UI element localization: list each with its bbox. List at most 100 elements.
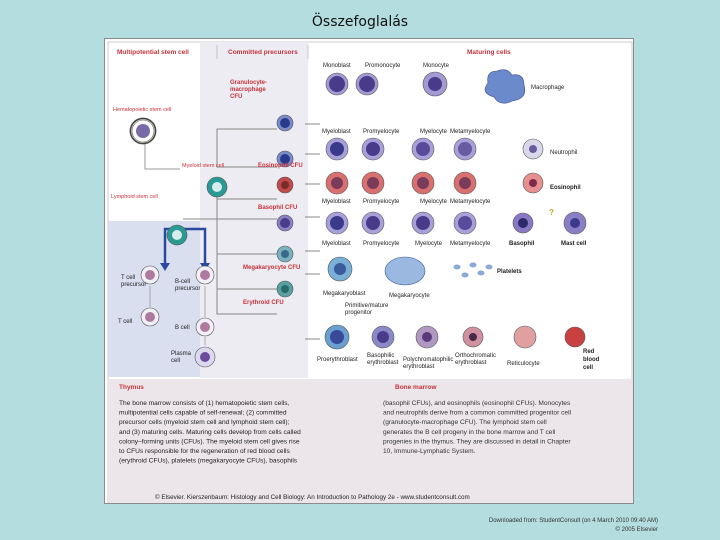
label-baso-under: Promyelocyte — [363, 241, 400, 247]
label-neutro-row: Promyelocyte — [363, 129, 400, 135]
neutrophil — [522, 138, 544, 160]
summary-left-line: (erythroid CFUs), platelets (megakaryocy… — [119, 458, 298, 465]
neutrophil-lineage-cell — [325, 137, 349, 161]
label-baso-under: Basophil — [509, 241, 535, 247]
monoblast — [325, 72, 349, 96]
basophil — [512, 212, 534, 234]
label-megakaryoblast: Megakaryoblast — [323, 291, 366, 297]
lineage-lines — [144, 123, 320, 340]
t-cell — [140, 307, 160, 327]
label-erythroid-cfu: Erythroid CFU — [243, 300, 284, 306]
label-neutrophil: Neutrophil — [550, 150, 577, 156]
neutrophil-lineage-cell — [361, 137, 385, 161]
label-mono-row: Promonocyte — [365, 63, 401, 69]
eosinophil-lineage-cell — [453, 171, 477, 195]
label-plasma-cell: Plasma — [171, 351, 192, 357]
erythroid-cfu-cell — [276, 280, 294, 298]
megakaryoblast — [327, 256, 353, 282]
label-eosinophil-cfu: Eosinophil CFU — [258, 163, 303, 169]
neutrophil-lineage-cell — [453, 137, 477, 161]
b-cell — [195, 317, 215, 337]
label-basophilic-erythroblast: erythroblast — [367, 360, 399, 366]
label-megakaryocyte: Megakaryocyte — [389, 293, 430, 299]
label-mono-row: Monoblast — [323, 63, 351, 69]
label-rbc: Red — [583, 349, 595, 355]
summary-left-line: colony–forming units (CFUs). The myeloid… — [119, 438, 300, 445]
label-plasma-cell: cell — [171, 358, 180, 364]
label-macrophage: Macrophage — [531, 85, 565, 91]
proerythroblast — [324, 324, 350, 350]
label-eosin-under: Myelocyte — [420, 199, 448, 205]
label-neutro-row: Myelocyte — [420, 129, 448, 135]
lymphoid-stem-cell — [166, 224, 188, 246]
megakaryocyte-cfu-cell — [276, 245, 294, 263]
arrow-tcell — [160, 263, 170, 271]
basophil-lineage-cell — [361, 211, 385, 235]
header-committed: Committed precursors — [228, 49, 298, 56]
footer-line-1: Downloaded from: StudentConsult (on 4 Ma… — [488, 518, 658, 524]
platelet — [469, 262, 477, 268]
label-baso-under: Mast cell — [561, 241, 587, 247]
label-basophil-cfu: Basophil CFU — [258, 205, 297, 211]
label-neutro-row: Metamyelocyte — [450, 129, 491, 135]
label-platelets: Platelets — [497, 269, 522, 275]
summary-left-line: and (3) maturing cells. Maturing cells d… — [119, 429, 301, 436]
label-b-precursor: precursor — [175, 286, 200, 292]
platelet — [477, 270, 485, 276]
label-basophilic-erythroblast: Basophilic — [367, 353, 394, 359]
label-orthochromatic: erythroblast — [455, 360, 487, 366]
footer-line-2: © 2005 Elsevier — [615, 527, 658, 533]
red-blood-cell — [564, 326, 586, 348]
label-b-precursor: B-cell — [175, 279, 190, 285]
label-baso-under: Myeloblast — [322, 241, 351, 247]
monocyte — [422, 71, 448, 97]
myeloid-stem-cell — [206, 176, 228, 198]
basophilic-erythroblast — [371, 325, 395, 349]
summary-left-line: to CFUs responsible for the regeneration… — [119, 448, 290, 455]
polychromatophilic-erythroblast — [415, 325, 439, 349]
basophil-cfu-cell — [276, 214, 294, 232]
header-bone-marrow: Bone marrow — [395, 384, 437, 391]
label-gm-cfu: CFU — [230, 94, 242, 100]
label-baso-under: Myelocyte — [415, 241, 443, 247]
download-footer: Downloaded from: StudentConsult (on 4 Ma… — [489, 517, 658, 535]
label-rbc: blood — [583, 357, 600, 363]
label-proerythroblast: Proerythroblast — [317, 357, 358, 363]
label-gm-cfu: macrophage — [230, 87, 266, 93]
slide-title: Összefoglalás — [311, 14, 409, 30]
summary-right-line: (granulocyte-macrophage CFU). The lympho… — [383, 419, 547, 426]
label-megakaryocyte-cfu: Megakaryocyte CFU — [243, 265, 300, 271]
label-orthochromatic: Orthochromatic — [455, 353, 496, 359]
macrophage-cell — [484, 69, 526, 104]
label-b-cell: B cell — [175, 325, 190, 331]
summary-right-line: generates the B cell progeny in the bone… — [383, 429, 556, 436]
label-lymphoid: Lymphoid stem cell — [111, 194, 158, 200]
label-primitive-progenitor: progenitor — [345, 310, 372, 316]
label-eosinophil: Eosinophil — [550, 185, 581, 191]
label-polychromatophilic: Polychromatophilic — [403, 357, 453, 363]
label-gm-cfu: Granulocyte- — [230, 80, 267, 86]
label-baso-under: Metamyelocyte — [450, 241, 491, 247]
summary-left-line: The bone marrow consists of (1) hematopo… — [119, 400, 290, 407]
label-myeloid: Myeloid stem cell — [182, 163, 224, 169]
header-maturing: Maturing cells — [467, 49, 511, 56]
mast-cell — [563, 211, 587, 235]
label-t-precursor: T cell — [121, 275, 135, 281]
megakaryocyte — [384, 256, 426, 286]
plasma-cell — [194, 346, 216, 368]
copyright-line: © Elsevier. Kierszenbaum: Histology and … — [155, 493, 470, 501]
eosinophil-lineage-cell — [411, 171, 435, 195]
label-eosin-under: Myeloblast — [322, 199, 351, 205]
platelet — [461, 272, 469, 278]
summary-text: The bone marrow consists of (1) hematopo… — [119, 400, 572, 465]
label-eosin-under: Metamyelocyte — [450, 199, 491, 205]
eosinophil-lineage-cell — [325, 171, 349, 195]
label-t-precursor: precursor — [121, 282, 146, 288]
label-rbc: cell — [583, 365, 593, 371]
label-neutro-row: Myeloblast — [322, 129, 351, 135]
b-cell-precursor — [195, 265, 215, 285]
